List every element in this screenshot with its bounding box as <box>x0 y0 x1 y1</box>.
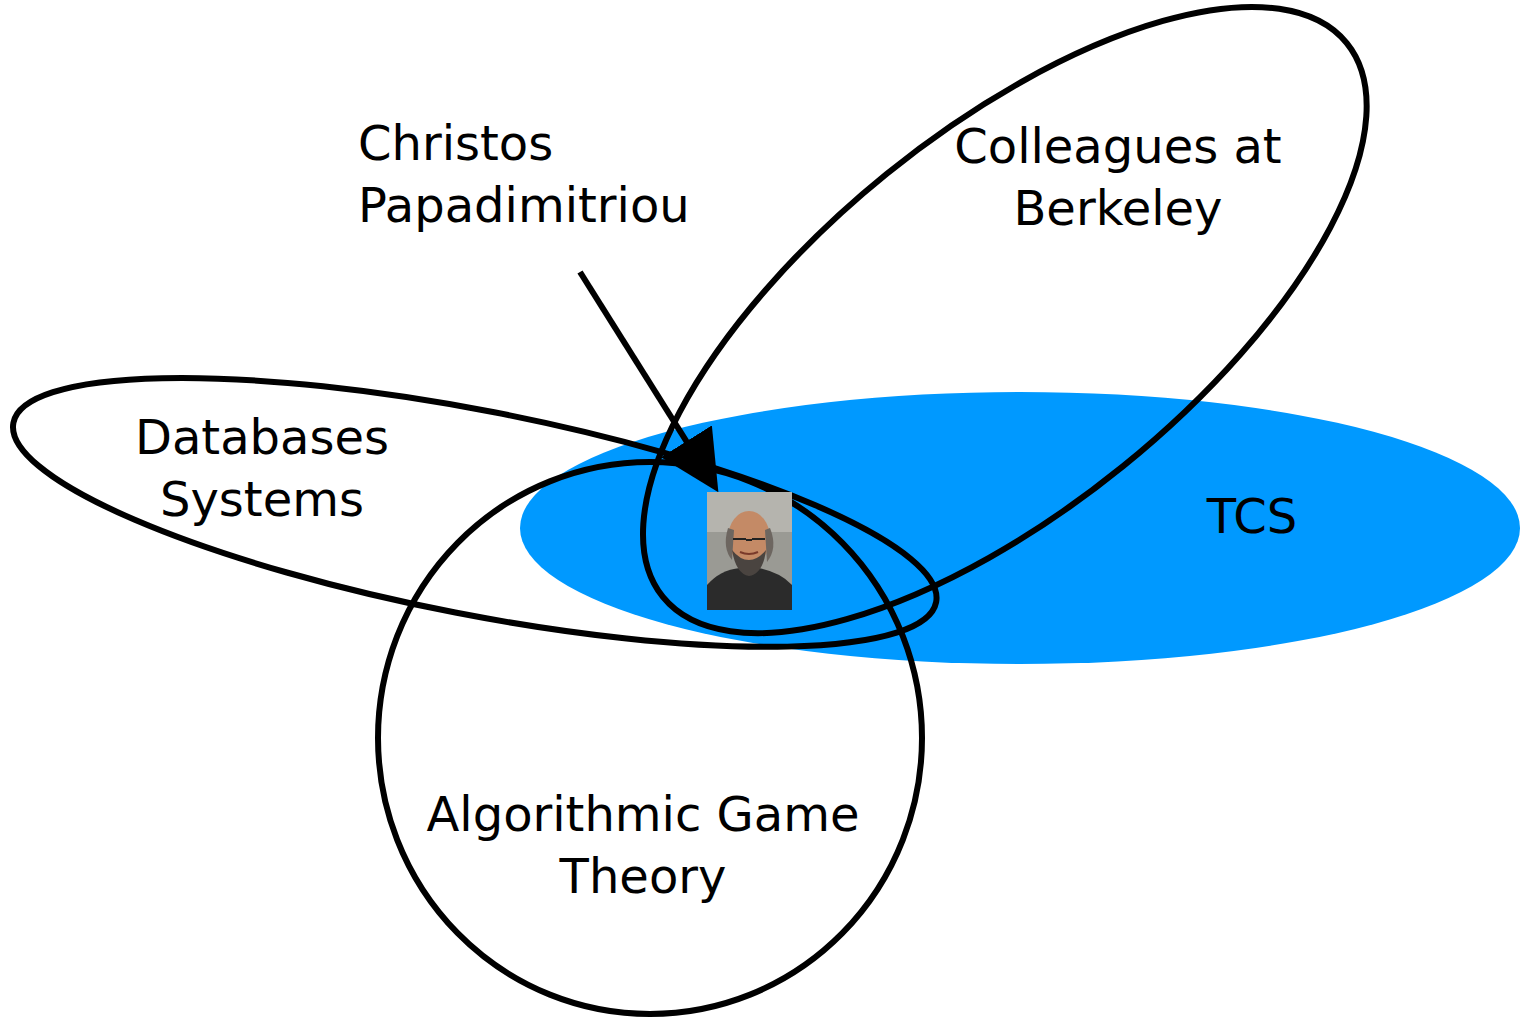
region-ellipse <box>545 0 1465 743</box>
region-label: Databases Systems <box>124 406 399 530</box>
filled-ellipse: TCS <box>512 384 1521 672</box>
photo-beard <box>732 550 766 576</box>
person-label: Christos Papadimitriou <box>358 112 708 236</box>
portrait-photo <box>707 492 792 610</box>
circle-region: Algorithmic Game Theory <box>370 454 930 1020</box>
photo-hair-left <box>726 528 734 560</box>
region-outline <box>512 384 1521 672</box>
pointer-arrow <box>580 272 712 482</box>
region-label: Colleagues at Berkeley <box>945 115 1290 239</box>
photo-background <box>707 492 792 610</box>
region-ellipse <box>0 322 956 702</box>
region-outline <box>370 454 930 1020</box>
photo-mouth <box>740 552 758 554</box>
photo-glasses <box>733 539 765 540</box>
region-label: TCS <box>1172 485 1332 547</box>
photo-hair-right <box>765 528 773 562</box>
region-label: Algorithmic Game Theory <box>416 783 871 907</box>
region-ellipse <box>378 462 922 1014</box>
